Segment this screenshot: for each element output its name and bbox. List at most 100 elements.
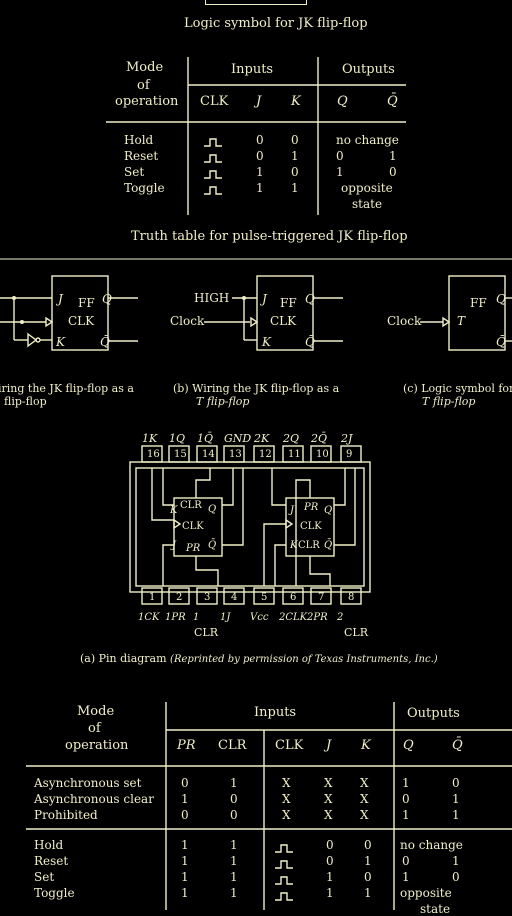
pin-box (196, 445, 218, 463)
pin-top-num: 9 (346, 449, 353, 460)
wb-caption2: T flip-flop (196, 395, 250, 408)
ff2-q: Q (324, 505, 333, 516)
t1-col-q: Q (337, 94, 348, 109)
t2-async-qb: 0 (452, 776, 460, 790)
pin-top-num: 13 (229, 449, 242, 460)
t2-async-j: X (324, 792, 333, 806)
pin-bot-num: 7 (318, 592, 325, 603)
t1-set-k: 0 (291, 165, 299, 179)
t2-col-clr: CLR (218, 738, 247, 753)
wa-ff: FF (78, 296, 95, 310)
t2-sync-pr: 1 (181, 870, 189, 884)
t2-sync-q: 0 (402, 854, 410, 868)
ff2-clr: CLR (298, 540, 320, 551)
wc-t: T (457, 314, 466, 328)
t1-caption: Truth table for pulse-triggered JK flip-… (131, 229, 408, 244)
pin-top-label: GND (224, 432, 252, 445)
pin-bot-label: 2CLK (279, 612, 308, 623)
wb-qb: Q̄ (305, 335, 315, 349)
pin-bot-clr-1: CLR (194, 626, 219, 639)
ff2-j: J (290, 505, 295, 516)
t2-col-k: K (361, 738, 371, 753)
t2-async-k: X (360, 808, 369, 822)
t1-hold-out: no change (336, 133, 399, 147)
t2-async-qb: 1 (452, 808, 460, 822)
t2-async-j: X (324, 808, 333, 822)
t2-sync-mode: Reset (34, 854, 69, 868)
t1-hold-j: 0 (256, 133, 264, 147)
wc-qb: Q̄ (496, 335, 506, 349)
clock-pulse-icon (275, 860, 293, 869)
t2-sync-pr: 1 (181, 854, 189, 868)
t2-async-pr: 0 (181, 808, 189, 822)
pin-top-label: 2Q (283, 432, 300, 445)
t1-col-qbar: Q̄ (387, 94, 398, 109)
t2-sync-out: no change (400, 838, 463, 852)
pin-top-label: 1Q̄ (197, 432, 214, 445)
clock-pulse-icon (204, 154, 222, 163)
t1-hdr-outputs: Outputs (342, 62, 395, 77)
t2-async-q: 1 (402, 808, 410, 822)
pin-bot-label: 1PR (165, 612, 186, 623)
t1-reset-j: 0 (256, 149, 264, 163)
t1-hdr-mode: Mode (126, 60, 164, 75)
pin-bot-num: 5 (261, 592, 268, 603)
wiring-b-diagram (204, 275, 343, 351)
pin-top-num: 10 (316, 449, 329, 460)
top-divider-box (205, 0, 307, 5)
t1-toggle-out: opposite (341, 181, 393, 195)
pin-box (253, 445, 275, 463)
t1-col-clk: CLK (200, 94, 229, 109)
t2-sync-clr: 1 (230, 886, 238, 900)
pin-box (168, 587, 190, 605)
t1-hold-k: 0 (291, 133, 299, 147)
t2-async-j: X (324, 776, 333, 790)
t2-async-clk: X (282, 792, 291, 806)
ff1-pr: PR (186, 543, 201, 554)
pin-top-label: 2J (341, 432, 353, 445)
t2-sync-q: 1 (402, 870, 410, 884)
pin-bot-label: 2PR (307, 612, 328, 623)
t1-hdr-of: of (137, 78, 150, 93)
pin-box (253, 587, 275, 605)
clock-pulse-icon (204, 186, 222, 195)
t2-col-clk: CLK (275, 738, 304, 753)
pin-bot-label: 1J (220, 612, 231, 623)
t2-col-q: Q (403, 738, 414, 753)
t2-sync-j: 1 (326, 870, 334, 884)
wb-clk: CLK (270, 314, 297, 328)
t1-set-qb: 0 (389, 165, 397, 179)
wb-clock: Clock (170, 314, 205, 328)
wb-caption: (b) Wiring the JK flip-flop as a (173, 382, 340, 395)
wb-high: HIGH (194, 291, 230, 305)
pin-top-num: 14 (202, 449, 215, 460)
wb-ff: FF (280, 296, 297, 310)
pin-top-num: 15 (174, 449, 187, 460)
t1-row-toggle-mode: Toggle (124, 181, 165, 195)
t2-async-k: X (360, 776, 369, 790)
t2-async-mode: Asynchronous set (34, 776, 142, 790)
pin-top-num: 16 (147, 449, 160, 460)
ff2-pr: PR (304, 502, 319, 513)
pin-box (310, 445, 332, 463)
clock-pulse-icon (275, 876, 293, 885)
ff2-clk: CLK (300, 521, 322, 532)
ff1-q: Q (208, 504, 217, 515)
t2-async-qb: 1 (452, 792, 460, 806)
ff1-clr: CLR (180, 500, 202, 511)
wa-q: Q (102, 292, 112, 306)
wa-clk: CLK (68, 314, 95, 328)
t1-hdr-operation: operation (115, 94, 179, 109)
t2-async-q: 1 (402, 776, 410, 790)
pin-bot-num: 4 (231, 592, 238, 603)
wc-caption2: T flip-flop (422, 395, 476, 408)
t1-hdr-inputs: Inputs (231, 62, 274, 77)
t2-async-q: 0 (402, 792, 410, 806)
t2-sync-mode: Toggle (34, 886, 75, 900)
pin-caption-b: (Reprinted by permission of Texas Instru… (170, 654, 438, 665)
wc-ff: FF (470, 296, 487, 310)
pin-box (168, 445, 190, 463)
clock-pulse-icon (204, 170, 222, 179)
t1-reset-qb: 1 (389, 149, 397, 163)
